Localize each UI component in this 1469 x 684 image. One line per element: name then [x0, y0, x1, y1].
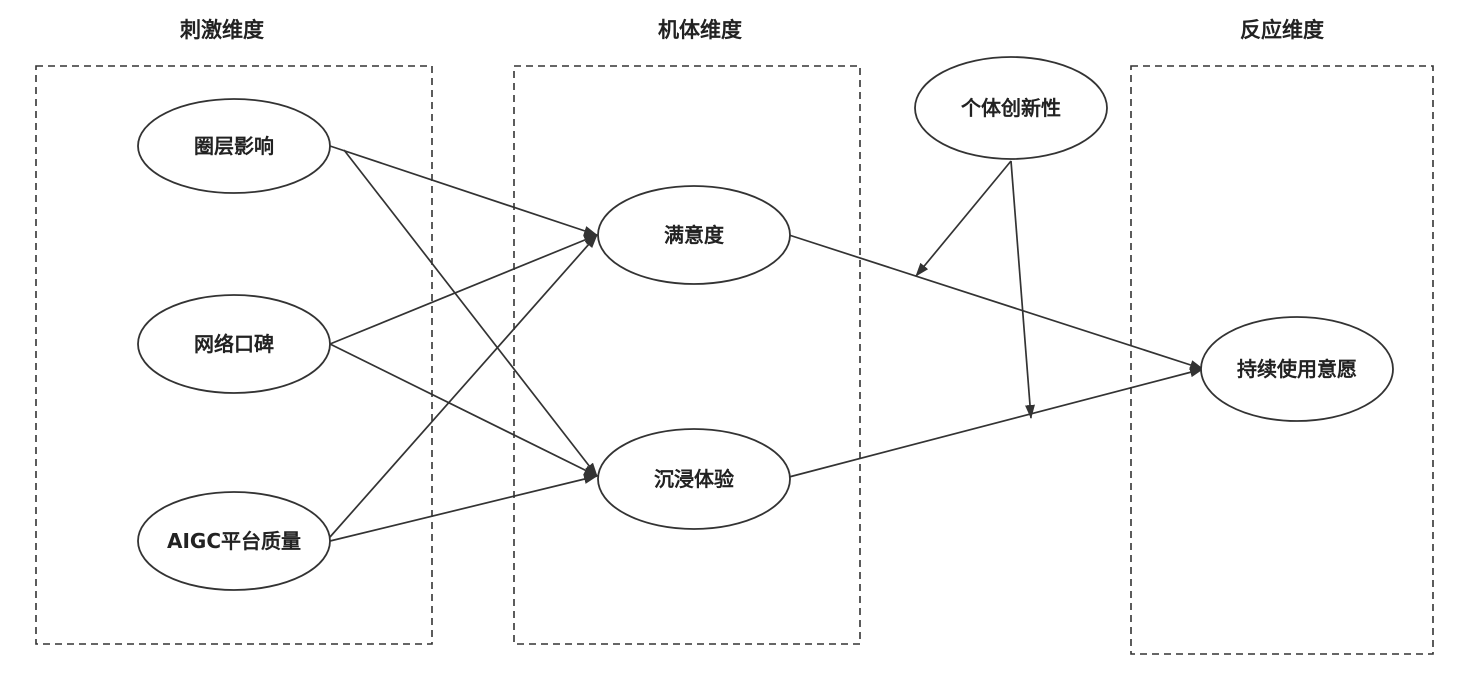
node-word-of-mouth-ellipse	[137, 294, 331, 394]
node-circle-influence: 圈层影响	[137, 98, 331, 194]
node-satisfaction-ellipse	[597, 185, 791, 285]
organism-group-title: 机体维度	[658, 18, 742, 42]
response-group-box	[1130, 65, 1434, 655]
edge-circle-influence-to-immersion	[343, 149, 598, 477]
node-word-of-mouth-label: 网络口碑	[194, 332, 274, 356]
node-satisfaction: 满意度	[597, 185, 791, 285]
node-satisfaction-label: 满意度	[664, 223, 725, 247]
node-innovativeness-ellipse	[914, 56, 1108, 160]
node-circle-influence-ellipse	[137, 98, 331, 194]
edge-word-of-mouth-to-satisfaction	[329, 234, 598, 345]
node-aigc-quality-ellipse	[137, 491, 331, 591]
edge-circle-influence-to-satisfaction	[329, 145, 598, 236]
moderation-innovativeness-on-immersion-path	[1010, 160, 1035, 419]
node-word-of-mouth: 网络口碑	[137, 294, 331, 394]
node-aigc-quality: AIGC平台质量	[137, 491, 331, 591]
node-circle-influence-label: 圈层影响	[194, 134, 274, 158]
edge-word-of-mouth-to-immersion	[329, 343, 598, 477]
response-group-title: 反应维度	[1240, 18, 1324, 42]
organism-group-box	[513, 65, 861, 645]
node-immersion: 沉浸体验	[597, 428, 791, 530]
stimulus-group-title: 刺激维度	[180, 18, 264, 42]
edge-aigc-quality-to-satisfaction	[329, 234, 598, 538]
edge-immersion-to-continuance-intention	[788, 367, 1204, 478]
node-innovativeness-label: 个体创新性	[960, 96, 1061, 120]
node-innovativeness: 个体创新性	[914, 56, 1108, 160]
node-aigc-quality-label: AIGC平台质量	[167, 529, 301, 553]
node-immersion-label: 沉浸体验	[654, 467, 734, 491]
node-continuance-intention: 持续使用意愿	[1200, 316, 1394, 422]
node-continuance-intention-label: 持续使用意愿	[1237, 357, 1357, 381]
node-continuance-intention-ellipse	[1200, 316, 1394, 422]
stimulus-group-box	[35, 65, 433, 645]
edge-aigc-quality-to-immersion	[329, 474, 598, 542]
moderation-innovativeness-on-satisfaction-path	[915, 160, 1012, 277]
node-immersion-ellipse	[597, 428, 791, 530]
edge-satisfaction-to-continuance-intention	[788, 234, 1204, 370]
edges-layer	[329, 145, 1204, 542]
